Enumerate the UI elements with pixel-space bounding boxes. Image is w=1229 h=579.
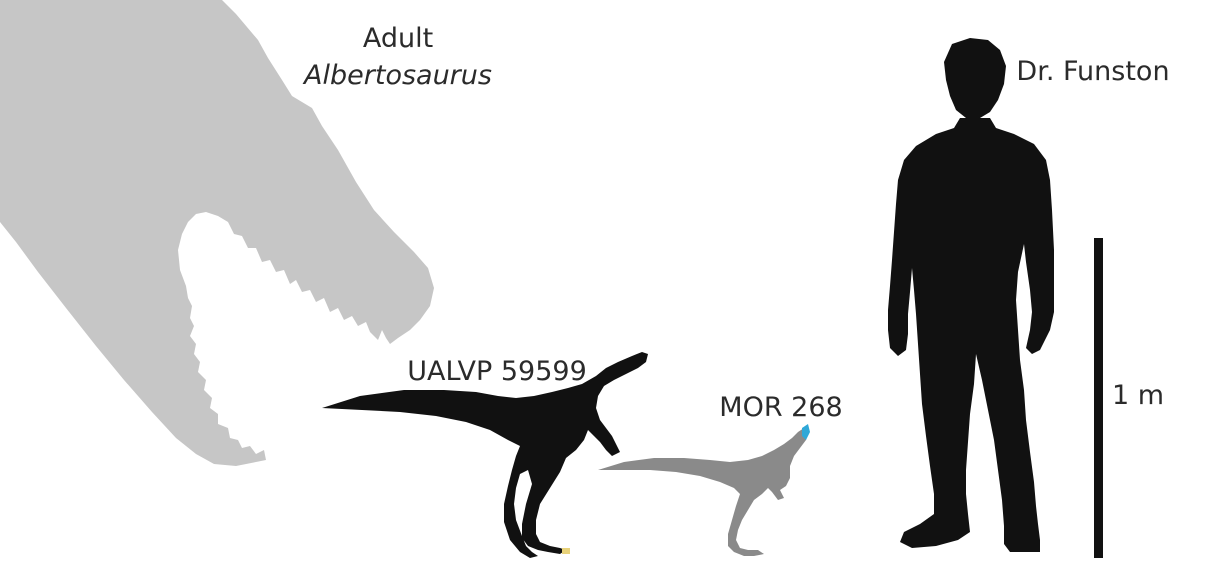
ualvp-59599-label: UALVP 59599	[407, 356, 587, 387]
mor-268-label: MOR 268	[719, 392, 842, 423]
human-body	[888, 118, 1054, 552]
adult-albertosaurus-label-line2: Albertosaurus	[302, 60, 492, 91]
adult-albertosaurus-label-line1: Adult	[363, 23, 433, 54]
scale-bar-label: 1 m	[1112, 380, 1164, 411]
mor-268-silhouette	[598, 428, 808, 556]
human-head	[944, 38, 1006, 118]
scale-bar	[1094, 238, 1103, 558]
human-silhouette	[888, 38, 1054, 552]
dr-funston-label: Dr. Funston	[1016, 56, 1169, 87]
ualvp-foot-accent	[562, 548, 570, 554]
